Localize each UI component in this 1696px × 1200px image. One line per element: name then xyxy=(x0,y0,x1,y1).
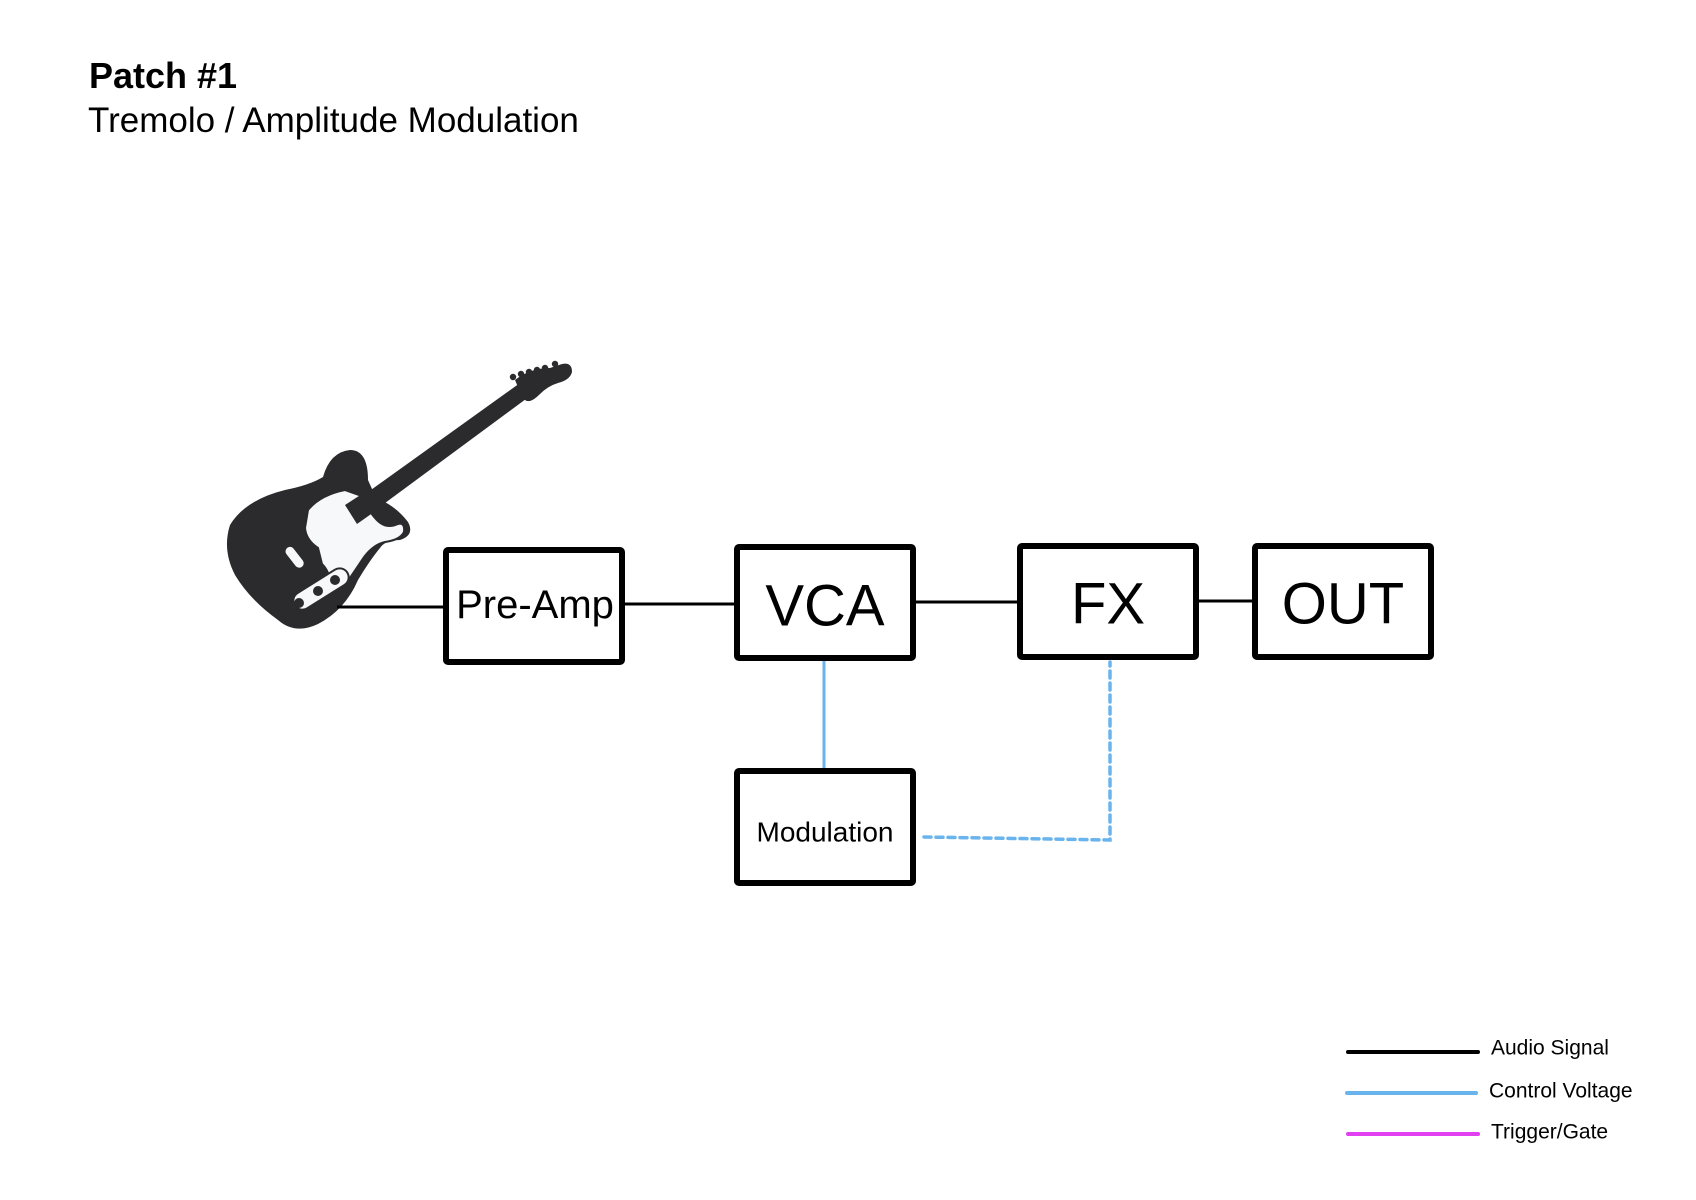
legend-label-cv: Control Voltage xyxy=(1489,1080,1633,1103)
guitar-neck xyxy=(350,383,530,520)
bridge-saddles xyxy=(294,575,340,608)
node-out[interactable]: OUT xyxy=(1252,543,1434,660)
node-preamp-label: Pre-Amp xyxy=(456,583,614,627)
patch-subtitle: Tremolo / Amplitude Modulation xyxy=(88,101,579,140)
tuning-pegs xyxy=(509,360,559,381)
node-vca-label: VCA xyxy=(765,574,885,639)
legend-item-control-voltage: Control Voltage xyxy=(1345,1080,1633,1103)
patch-title: Patch #1 xyxy=(89,55,238,96)
legend: Audio Signal Control Voltage Trigger/Gat… xyxy=(1345,1037,1633,1144)
legend-item-trigger-gate: Trigger/Gate xyxy=(1346,1121,1608,1144)
node-out-label: OUT xyxy=(1282,572,1404,637)
guitar-pickup xyxy=(285,546,304,568)
guitar-neck-heel xyxy=(345,494,374,524)
cv-dashed-line-modulation-fx xyxy=(922,660,1112,842)
electric-guitar-icon xyxy=(226,360,572,629)
legend-label-audio: Audio Signal xyxy=(1491,1037,1609,1060)
legend-item-audio-signal: Audio Signal xyxy=(1346,1037,1609,1060)
node-preamp[interactable]: Pre-Amp xyxy=(443,547,625,665)
node-fx[interactable]: FX xyxy=(1017,543,1199,660)
node-modulation[interactable]: Modulation xyxy=(734,768,916,886)
node-fx-label: FX xyxy=(1071,572,1145,637)
node-vca[interactable]: VCA xyxy=(734,544,916,661)
legend-label-trigger: Trigger/Gate xyxy=(1491,1121,1608,1144)
node-modulation-label: Modulation xyxy=(757,817,894,848)
